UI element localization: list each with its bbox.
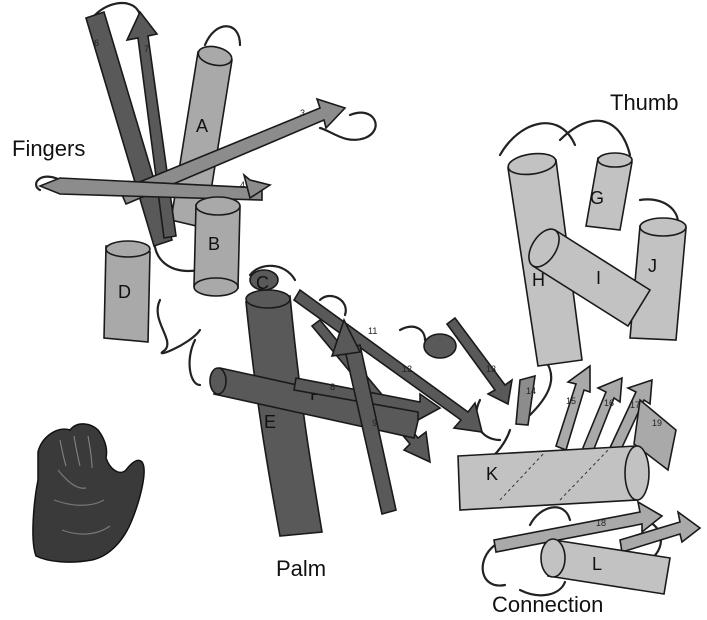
helix-b: B xyxy=(194,197,240,296)
helix-label-d: D xyxy=(118,282,131,302)
bridging-elements: 13 14 xyxy=(424,318,536,425)
helix-d: D xyxy=(104,241,150,342)
helix-label-e: E xyxy=(264,412,276,432)
strand-label-7: 7 xyxy=(144,44,149,54)
strand-label-3: 3 xyxy=(300,108,305,118)
strand-label-14: 14 xyxy=(526,386,536,396)
palm-subdomain: 11 12 E F 8 9 xyxy=(210,270,482,581)
strand-label-6: 6 xyxy=(94,38,99,48)
strand-label-12: 12 xyxy=(402,364,412,374)
helix-g: G xyxy=(586,153,632,230)
region-label-thumb: Thumb xyxy=(610,90,678,115)
strand-label-15: 15 xyxy=(566,396,576,406)
helix-label-g: G xyxy=(590,188,604,208)
strand-label-4: 4 xyxy=(240,180,245,190)
helix-label-c: C xyxy=(256,273,269,293)
helix-l: L xyxy=(541,539,670,594)
strand-label-9: 9 xyxy=(372,418,377,428)
strand-label-16: 16 xyxy=(604,398,614,408)
strand-label-13: 13 xyxy=(486,364,496,374)
helix-label-b: B xyxy=(208,234,220,254)
helix-label-k: K xyxy=(486,464,498,484)
helix-label-j: J xyxy=(648,256,657,276)
strand-label-11: 11 xyxy=(368,326,377,336)
strand-15: 15 xyxy=(556,366,590,450)
strand-14: 14 xyxy=(516,376,536,425)
fingers-subdomain: A 6 7 3 4 B xyxy=(12,12,345,342)
strand-label-8: 8 xyxy=(330,382,335,392)
strand-13: 13 xyxy=(447,318,512,404)
region-label-fingers: Fingers xyxy=(12,136,85,161)
strand-label-18: 18 xyxy=(596,518,606,528)
helix-label-i: I xyxy=(596,268,601,288)
region-label-connection: Connection xyxy=(492,592,603,617)
hand-icon xyxy=(33,424,144,562)
thumb-subdomain: H G J I Thumb xyxy=(507,90,686,366)
connection-subdomain: 15 16 17 19 K 18 xyxy=(458,366,700,617)
helix-label-a: A xyxy=(196,116,208,136)
helix-j: J xyxy=(630,218,686,340)
strand-18: 18 xyxy=(494,502,700,552)
strand-label-19: 19 xyxy=(652,418,662,428)
region-label-palm: Palm xyxy=(276,556,326,581)
helix-label-l: L xyxy=(592,554,602,574)
helix-k: K xyxy=(458,446,649,510)
bridge-coil xyxy=(424,334,456,358)
